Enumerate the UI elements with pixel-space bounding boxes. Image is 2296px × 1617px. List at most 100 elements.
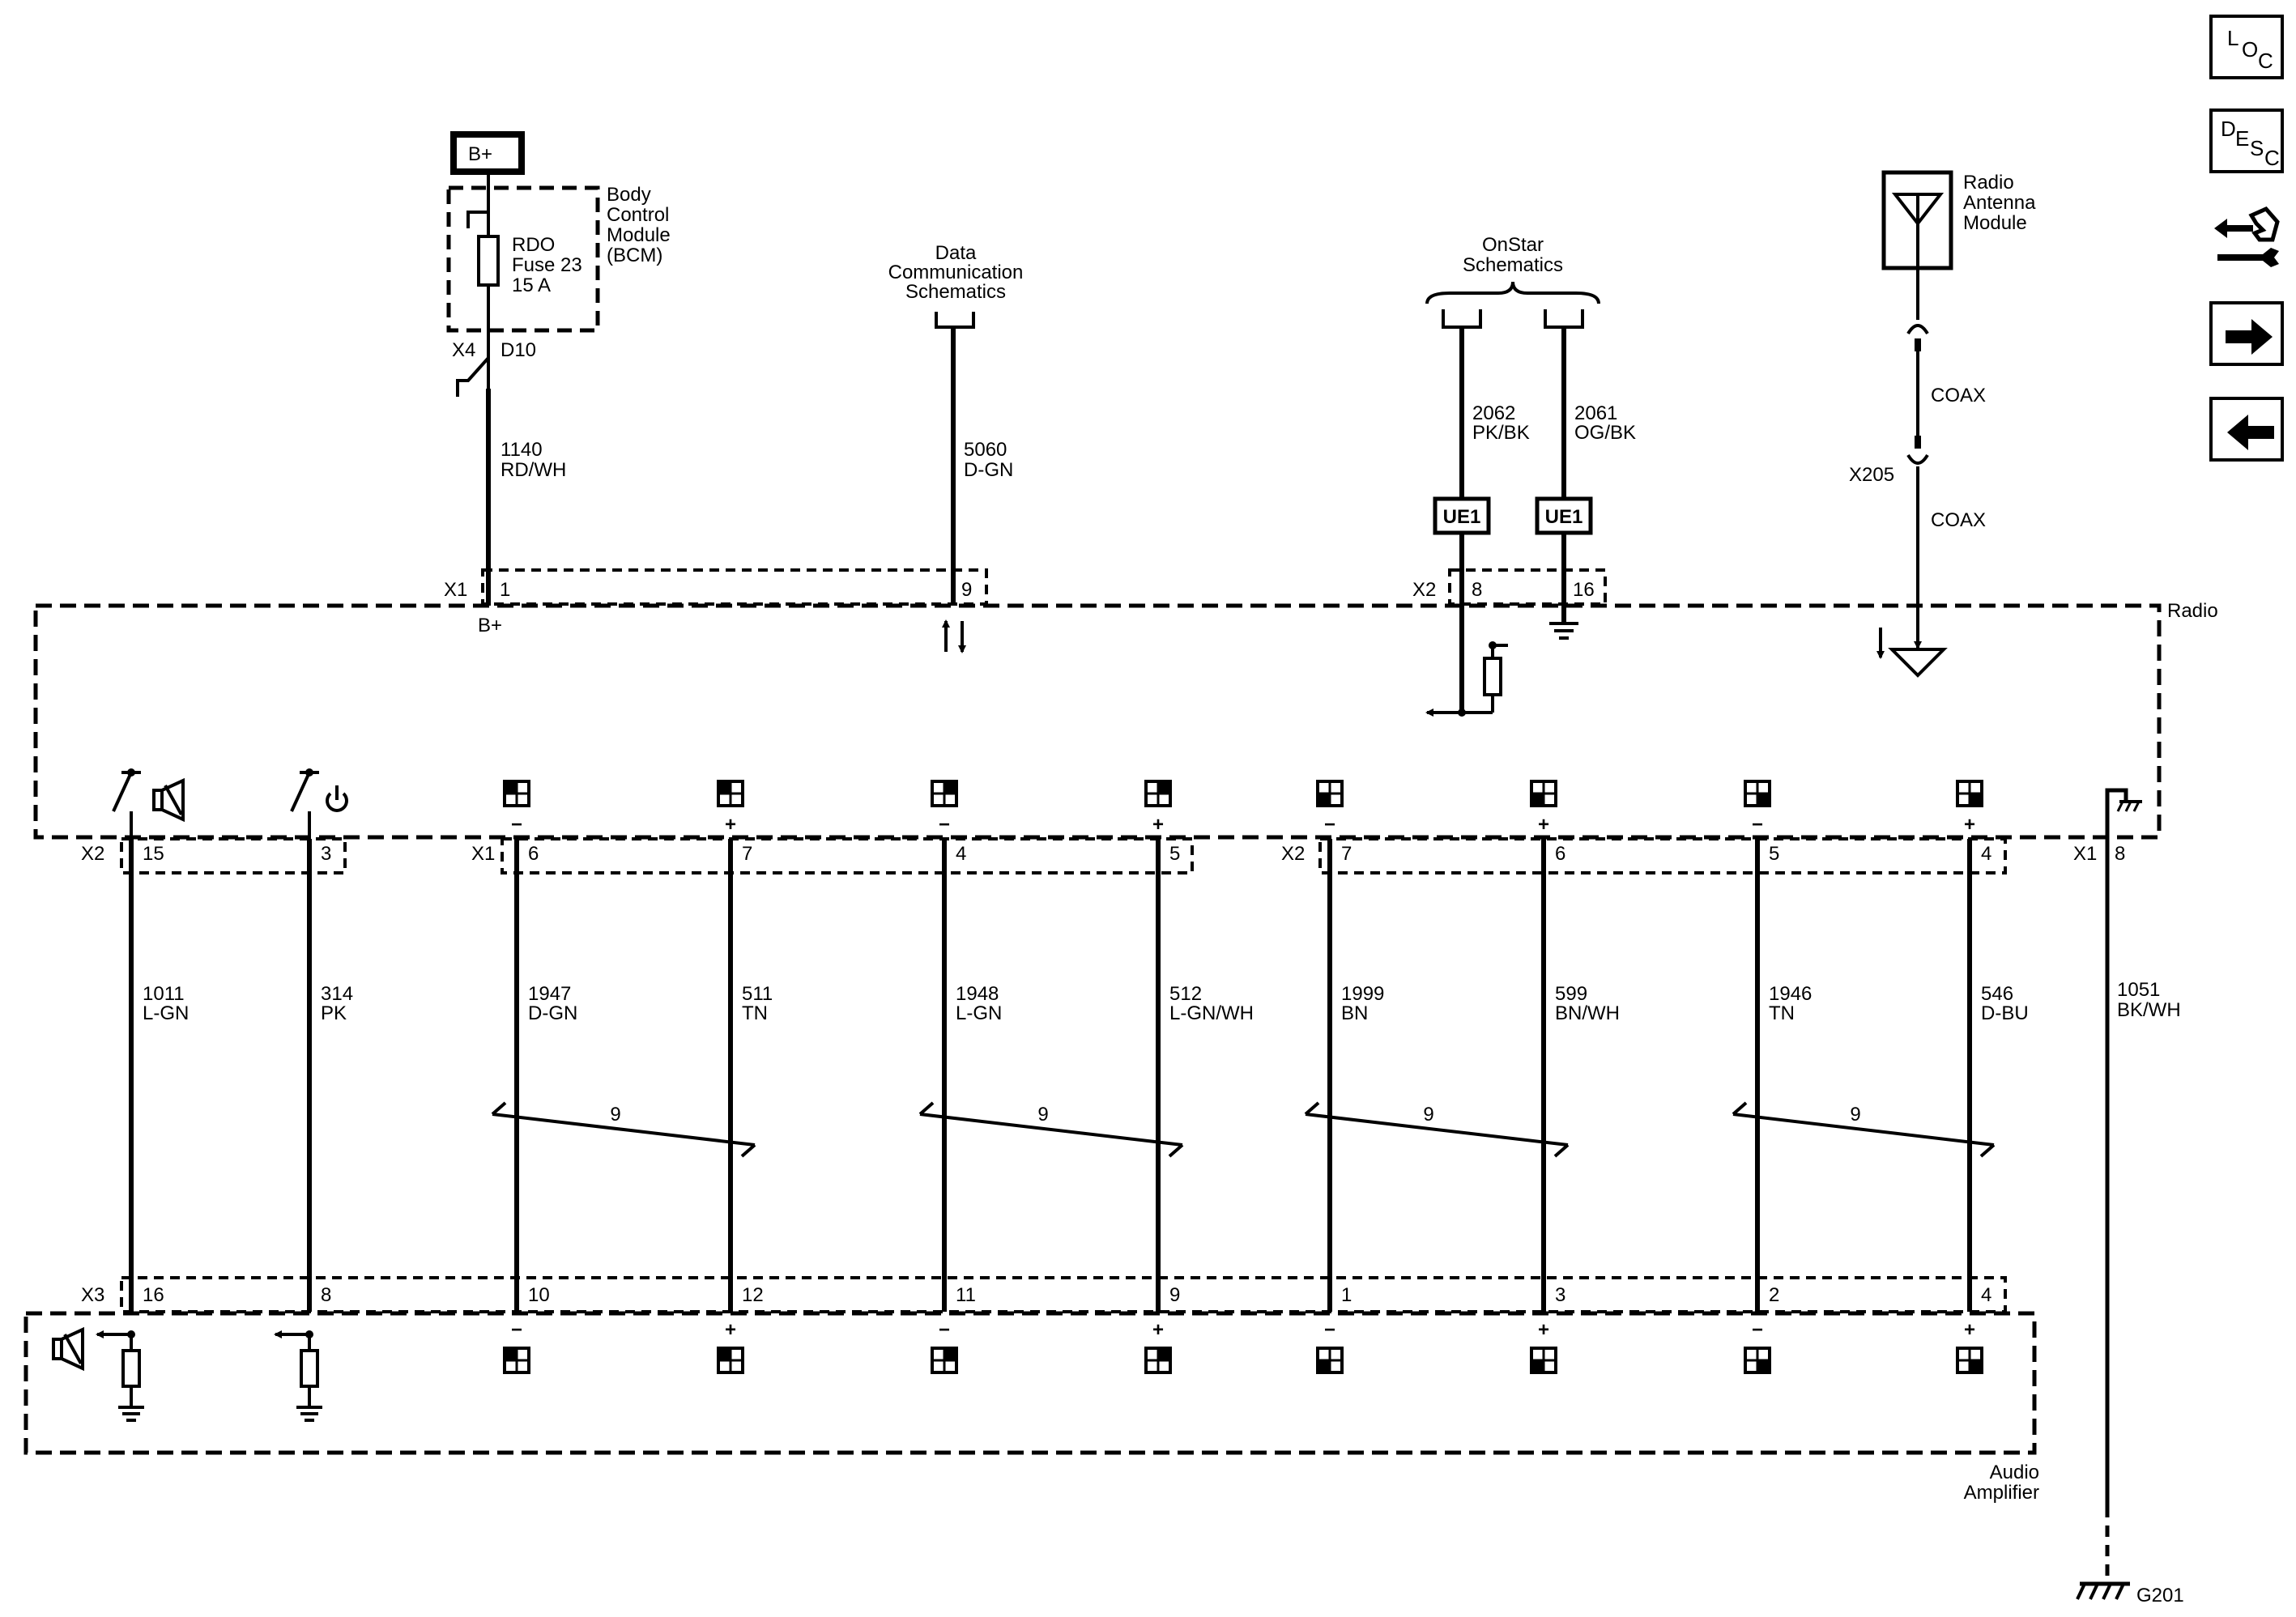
amp-speaker-channel-icon (1530, 1347, 1557, 1374)
fuse-label-line-2: Fuse 23 (512, 254, 582, 276)
radio-pin-label: 7 (742, 843, 752, 865)
bcm-label-line-4: (BCM) (607, 245, 662, 266)
power-icon (326, 785, 348, 812)
load-resistor (300, 1349, 319, 1388)
wire-color-label: D-GN (528, 1002, 577, 1024)
onstar-link: OnStar Schematics 2062 PK/BK 2061 OG/BK … (1412, 234, 1636, 717)
radio-pin-label: 4 (956, 843, 966, 865)
connector-repair-button[interactable] (2209, 201, 2284, 279)
arrow-right-icon (2226, 319, 2273, 355)
radio-polarity-label: + (725, 814, 736, 836)
antenna-label-line-3: Module (1963, 212, 2027, 234)
data-comm-circuit: 5060 (964, 439, 1007, 461)
amplifier-connector-label: X3 (81, 1284, 104, 1306)
amp-speaker-channel-icon (1744, 1347, 1771, 1374)
onstar-wire-1-color: PK/BK (1472, 422, 1530, 444)
battery-supply-label: B+ (468, 143, 492, 165)
splice-ue1-a-label: UE1 (1443, 506, 1481, 528)
amp-pin-label: 16 (143, 1284, 164, 1306)
bcm-connector: X4 D10 1140 RD/WH (452, 330, 566, 583)
twisted-pair-marker: 9 (1732, 1101, 1996, 1158)
radio-pin-label: 5 (1169, 843, 1180, 865)
amplifier-speaker-mute-icon (52, 1326, 84, 1372)
bcm-label-line-3: Module (607, 224, 671, 246)
loc-letter-o: O (2242, 37, 2258, 62)
ground-symbol (1549, 622, 1578, 640)
wire-circuit-label: 1999 (1341, 983, 1384, 1005)
wire-color-label: PK (321, 1002, 347, 1024)
wire-circuit-label: 1946 (1769, 983, 1812, 1005)
amp-speaker-channel-icon (931, 1347, 958, 1374)
antenna-label-line-1: Radio (1963, 172, 2014, 194)
radio-chassis-ground (2105, 788, 2142, 873)
radio-polarity-label: − (939, 814, 950, 836)
amp-polarity-label: + (725, 1319, 736, 1341)
data-comm-label-line-3: Schematics (905, 281, 1006, 303)
speaker-mute-switch (112, 768, 141, 837)
radio-power-pin-function: B+ (478, 615, 502, 636)
amp-pin-label: 3 (1555, 1284, 1565, 1306)
radio-polarity-label: − (1324, 814, 1335, 836)
wire-color-label: L-GN (956, 1002, 1002, 1024)
fuse-symbol (477, 235, 500, 287)
amp-polarity-label: − (1752, 1319, 1763, 1341)
fuse-label-line-1: RDO (512, 234, 555, 256)
amp-pin-label: 4 (1981, 1284, 1991, 1306)
radio-pin-label: 15 (143, 843, 164, 865)
wire-color-label: TN (1769, 1002, 1795, 1024)
onstar-wire-2-circuit: 2061 (1574, 402, 1617, 424)
feed-wire-circuit: 1140 (501, 439, 543, 461)
amp-polarity-label: − (939, 1319, 950, 1341)
location-button[interactable]: L O C (2209, 15, 2284, 79)
resistor-symbol (1483, 657, 1502, 696)
wire-layer: 1011L-GN1516314PK381947D-GN610−−511TN712… (96, 780, 2029, 1422)
next-page-button[interactable] (2209, 301, 2284, 366)
radio-pin-label: 4 (1981, 843, 1991, 865)
desc-letter-c: C (2264, 146, 2280, 170)
data-comm-label-line-2: Communication (888, 262, 1024, 283)
wire-color-label: TN (742, 1002, 768, 1024)
wire-color-label: BN/WH (1555, 1002, 1620, 1024)
amp-polarity-label: + (1152, 1319, 1164, 1341)
amp-speaker-channel-icon (1316, 1347, 1344, 1374)
description-button[interactable]: D E S C (2209, 109, 2284, 173)
amp-polarity-label: − (1324, 1319, 1335, 1341)
coax-upper-label: COAX (1931, 385, 1986, 406)
antenna-connector: X205 (1849, 464, 1894, 486)
radio-ground-pin: 8 (2115, 843, 2125, 865)
loc-icon: L O C (2227, 26, 2273, 73)
bcm-connector-name: X4 (452, 339, 475, 361)
amp-pin-label: 12 (742, 1284, 764, 1306)
radio-polarity-label: − (511, 814, 522, 836)
data-communication-link: Data Communication Schematics 5060 D-GN … (888, 242, 1024, 653)
radio-x1-bottom-mid (501, 837, 1194, 874)
bcm-connector-pin: D10 (501, 339, 536, 361)
splice-ue1-b-label: UE1 (1545, 506, 1583, 528)
body-control-module: Body Control Module (BCM) RDO Fuse 23 15… (446, 184, 671, 333)
bcm-label-line-1: Body (607, 184, 651, 206)
radio-x1-connector: X1 (444, 579, 467, 601)
twisted-pair-marker: 9 (491, 1101, 756, 1158)
wire-circuit-label: 1948 (956, 983, 999, 1005)
wire-color-label: D-BU (1981, 1002, 2029, 1024)
radio-speaker-channel-icon (1744, 780, 1771, 807)
bcm-label-line-2: Control (607, 204, 669, 226)
amp-speaker-channel-icon (503, 1347, 530, 1374)
radio-polarity-label: − (1752, 814, 1763, 836)
onstar-wire-1-circuit: 2062 (1472, 402, 1515, 424)
radio-polarity-label: + (1538, 814, 1549, 836)
desc-letter-s: S (2250, 136, 2264, 160)
twisted-pair-label: 9 (1850, 1104, 1860, 1126)
radio-pin-label: 5 (1769, 843, 1779, 865)
twisted-pair-marker: 9 (1304, 1101, 1570, 1158)
wire-circuit-label: 512 (1169, 983, 1202, 1005)
wire-circuit-label: 511 (742, 983, 773, 1005)
ground-id: G201 (2136, 1585, 2184, 1606)
radio-x1-top-connector (481, 568, 988, 606)
twisted-pair-label: 9 (610, 1104, 620, 1126)
previous-page-button[interactable] (2209, 397, 2284, 462)
arrow-left-icon (2227, 415, 2274, 450)
